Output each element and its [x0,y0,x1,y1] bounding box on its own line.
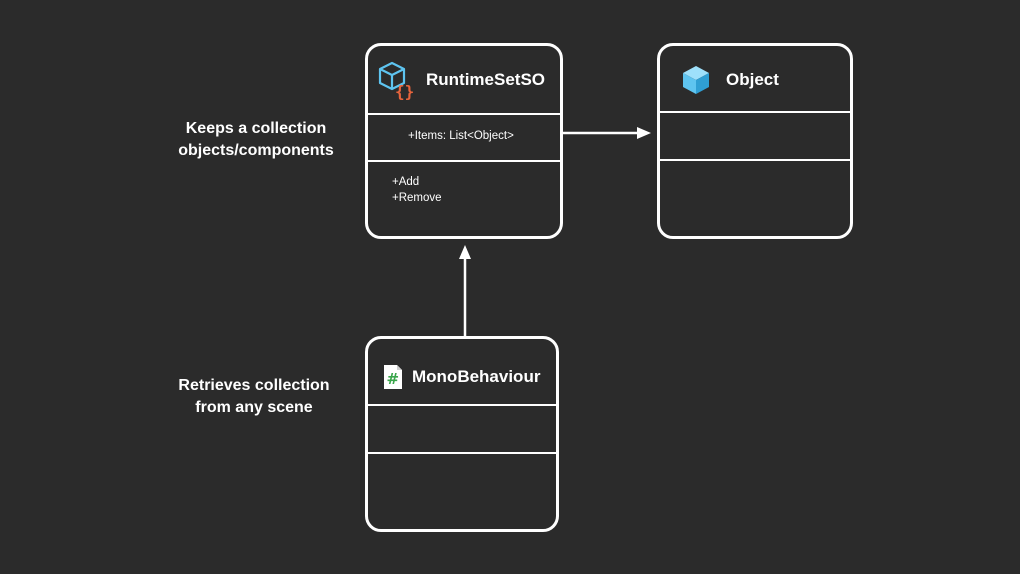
runtime-set-name: RuntimeSetSO [426,70,546,89]
mono-behaviour-divider-2 [368,452,556,454]
method-add: +Add [392,176,420,188]
object-header: Object [660,60,850,100]
runtime-set-divider-2 [368,160,560,162]
note-retrieve-line-1: Retrieves collection [178,377,330,394]
note-collection-line-2: objects/components [178,142,334,159]
runtime-set-class: {} RuntimeSetSO +Items: List<Object> +Ad… [365,43,563,239]
association-arrow [563,127,651,139]
mono-behaviour-header: # MonoBehaviour [368,357,556,397]
object-name: Object [726,70,779,89]
runtime-set-divider-1 [368,113,560,115]
object-divider-1 [660,111,850,113]
note-collection: Keeps a collection objects/components [150,118,362,162]
cube-icon [680,64,712,96]
csharp-script-icon: # [382,363,404,391]
svg-text:{}: {} [395,82,414,100]
note-collection-line-1: Keeps a collection [185,120,327,137]
note-retrieve-line-2: from any scene [195,399,313,416]
mono-behaviour-divider-1 [368,404,556,406]
method-remove: +Remove [392,192,442,204]
object-class: Object [657,43,853,239]
svg-text:#: # [387,370,400,388]
field-items: +Items: List<Object> [408,130,514,142]
runtime-set-header: {} RuntimeSetSO [368,60,560,100]
object-divider-2 [660,159,850,161]
dependency-arrow [459,245,471,336]
note-retrieve: Retrieves collection from any scene [148,375,360,419]
mono-behaviour-class: # MonoBehaviour [365,336,559,532]
runtime-set-methods: +Add +Remove [392,174,442,206]
runtime-set-fields: +Items: List<Object> [408,128,514,144]
mono-behaviour-name: MonoBehaviour [412,367,541,386]
scriptable-object-icon: {} [378,60,418,100]
